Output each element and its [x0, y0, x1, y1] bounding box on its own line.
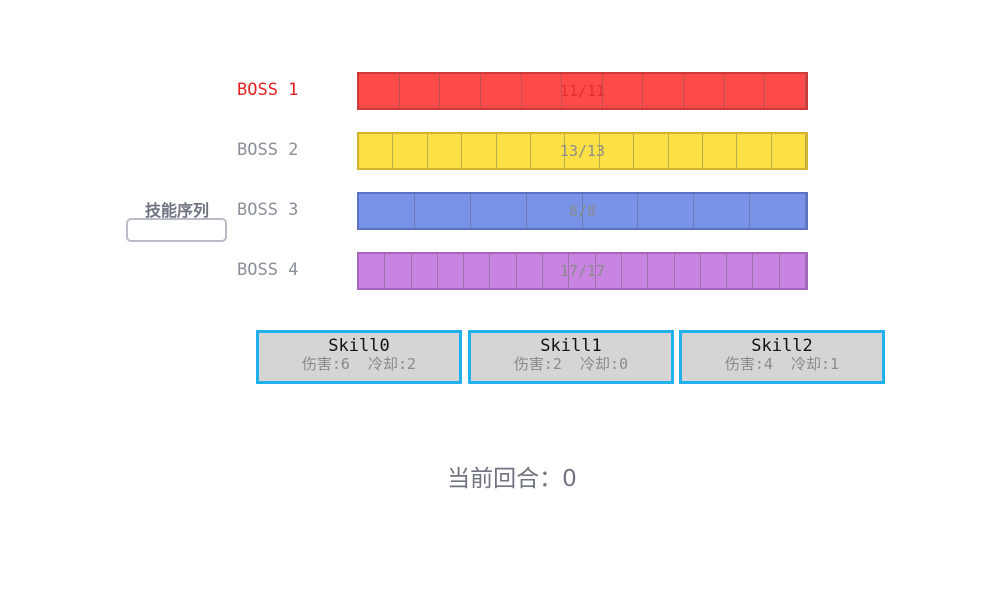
hp-segment [470, 194, 527, 228]
boss-4-hp-bar[interactable]: 17/17 [357, 252, 808, 290]
hp-segment [643, 74, 685, 108]
hp-segment [521, 74, 563, 108]
boss-1-label: BOSS 1 [237, 80, 299, 100]
hp-segment [496, 134, 531, 168]
hp-segment [753, 254, 780, 288]
hp-segment [516, 254, 544, 288]
hp-segment [674, 254, 701, 288]
hp-segment [411, 254, 438, 288]
hp-segment [779, 254, 807, 288]
skill-1-name: Skill1 [540, 336, 602, 356]
hp-segment [526, 194, 583, 228]
hp-segment [634, 134, 669, 168]
skill-1-button[interactable]: Skill1 伤害:2 冷却:0 [468, 330, 674, 384]
hp-segment [565, 134, 600, 168]
skill-2-button[interactable]: Skill2 伤害:4 冷却:1 [679, 330, 885, 384]
hp-segment [462, 134, 497, 168]
hp-segment [385, 254, 412, 288]
hp-segment [530, 134, 566, 168]
hp-segment [638, 194, 695, 228]
hp-segment [724, 74, 766, 108]
boss-2-label: BOSS 2 [237, 140, 299, 160]
hp-segment [737, 134, 772, 168]
hp-segment [427, 134, 463, 168]
skill-sequence-slot[interactable] [126, 218, 227, 242]
hp-segment [480, 74, 522, 108]
skill-sequence-label: 技能序列 [144, 201, 209, 220]
hp-segment [359, 194, 415, 228]
skill-0-stats: 伤害:6 冷却:2 [301, 355, 417, 373]
hp-segment [727, 254, 754, 288]
hp-segment [602, 74, 644, 108]
boss-2-hp-bar[interactable]: 13/13 [357, 132, 808, 170]
hp-segment [694, 194, 751, 228]
boss-4-label: BOSS 4 [237, 260, 299, 280]
hp-segment [562, 74, 603, 108]
hp-segment [750, 194, 806, 228]
hp-segment [569, 254, 596, 288]
hp-segment [414, 194, 471, 228]
skill-2-name: Skill2 [751, 336, 813, 356]
boss-3-hp-bar[interactable]: 8/8 [357, 192, 808, 230]
hp-segment [621, 254, 649, 288]
boss-3-label: BOSS 3 [237, 200, 299, 220]
hp-segment [684, 74, 725, 108]
hp-segment [599, 134, 635, 168]
hp-segment [359, 74, 400, 108]
hp-segment [440, 74, 481, 108]
skill-0-name: Skill0 [328, 336, 390, 356]
boss-1-hp-bar[interactable]: 11/11 [357, 72, 808, 110]
hp-segment [648, 254, 675, 288]
skill-0-button[interactable]: Skill0 伤害:6 冷却:2 [256, 330, 462, 384]
hp-segment [359, 254, 386, 288]
hp-segment [399, 74, 441, 108]
hp-segment [668, 134, 703, 168]
hp-segment [437, 254, 465, 288]
hp-segment [490, 254, 517, 288]
current-round-text: 当前回合：0 [447, 466, 577, 492]
hp-segment [582, 194, 639, 228]
skill-1-stats: 伤害:2 冷却:0 [513, 355, 629, 373]
hp-segment [595, 254, 622, 288]
hp-segment [702, 134, 738, 168]
skill-2-stats: 伤害:4 冷却:1 [724, 355, 840, 373]
hp-segment [765, 74, 807, 108]
hp-segment [771, 134, 807, 168]
hp-segment [543, 254, 570, 288]
hp-segment [700, 254, 728, 288]
hp-segment [359, 134, 394, 168]
hp-segment [393, 134, 428, 168]
hp-segment [464, 254, 491, 288]
